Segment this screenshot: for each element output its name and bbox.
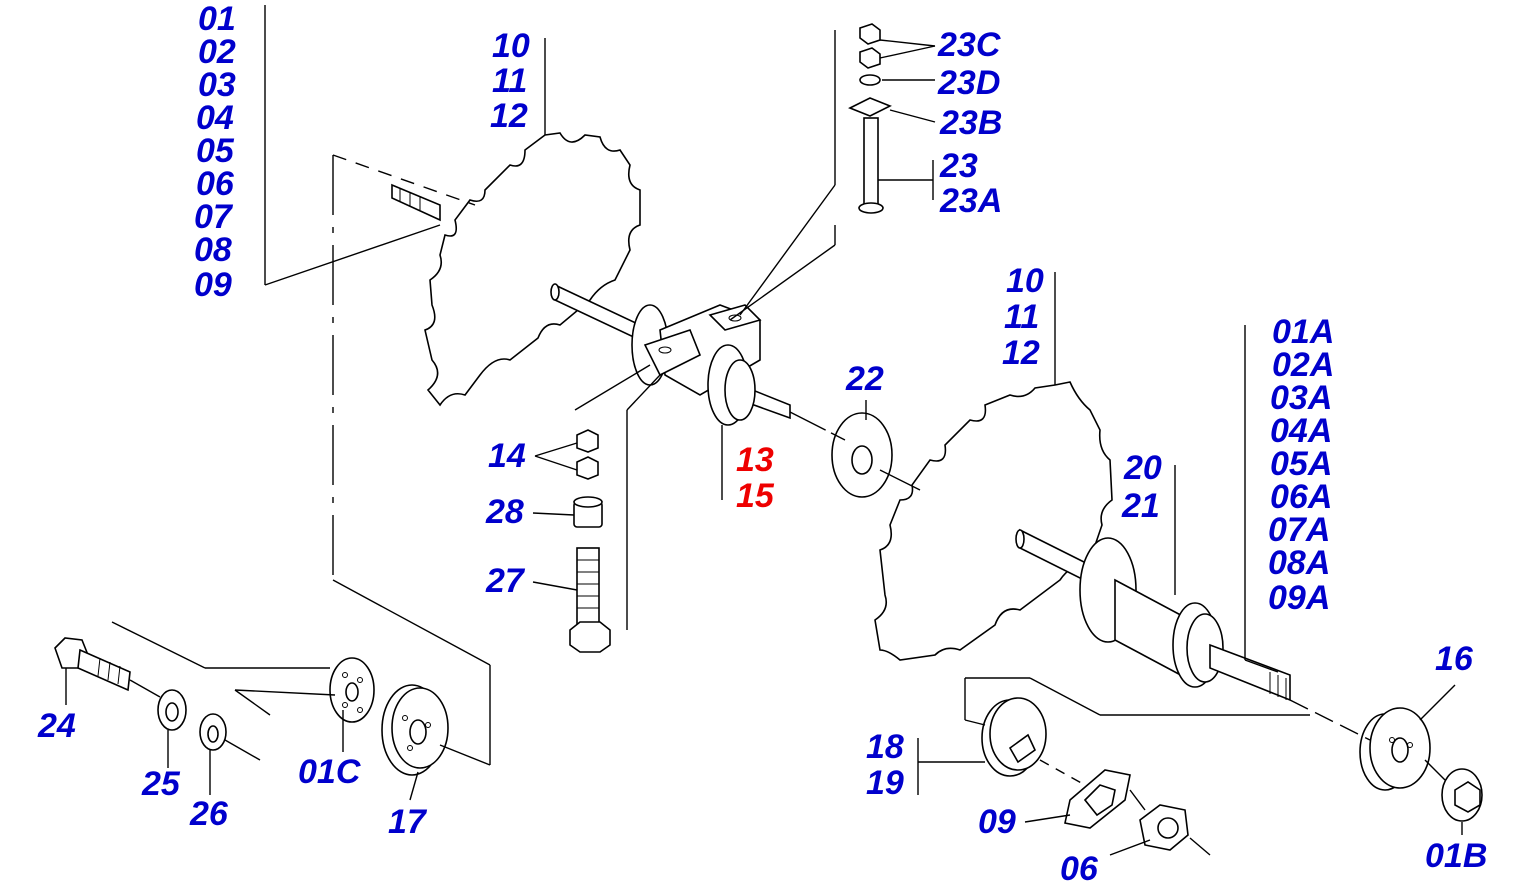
label-08: 08: [194, 231, 232, 269]
label-23C: 23C: [937, 26, 1001, 64]
label-21: 21: [1121, 487, 1160, 525]
label-18: 18: [866, 728, 904, 766]
flange-plate-01C: [329, 657, 375, 723]
label-07: 07: [194, 198, 234, 236]
washer-26: [199, 713, 227, 751]
label-23A: 23A: [939, 182, 1002, 220]
label-09A: 09A: [1268, 579, 1330, 617]
label-26: 26: [189, 795, 229, 833]
flange-01B: [1441, 768, 1483, 822]
label-19: 19: [866, 764, 904, 802]
right-shaft: [1015, 528, 1291, 702]
label-27: 27: [485, 562, 526, 600]
label-10-right: 10: [1006, 262, 1044, 300]
label-15: 15: [736, 477, 775, 515]
label-02: 02: [198, 33, 236, 71]
left-bearing-housing: [631, 304, 762, 426]
label-06-bottom: 06: [1060, 850, 1099, 886]
bolt-24: [54, 637, 131, 692]
u-bolt-23: [848, 23, 892, 214]
leader-lines: [65, 5, 1463, 856]
label-28: 28: [485, 493, 524, 531]
label-23: 23: [939, 147, 978, 185]
label-01: 01: [198, 0, 236, 38]
label-02A: 02A: [1272, 346, 1334, 384]
label-11-left: 11: [492, 62, 527, 100]
label-09-bottom: 09: [978, 803, 1016, 841]
hub-16: [1359, 707, 1431, 791]
label-12-left: 12: [490, 97, 528, 135]
label-13: 13: [736, 441, 774, 479]
plate-09: [1064, 769, 1131, 829]
washer-25: [157, 689, 187, 731]
label-17: 17: [388, 803, 428, 841]
label-01B: 01B: [1425, 837, 1487, 875]
label-24: 24: [37, 707, 76, 745]
left-notched-disc: [424, 132, 641, 407]
nut-06: [1139, 804, 1189, 851]
label-23B: 23B: [939, 104, 1002, 142]
label-12-right: 12: [1002, 334, 1040, 372]
right-notched-disc: [874, 381, 1113, 661]
label-08A: 08A: [1268, 544, 1330, 582]
label-06A: 06A: [1270, 478, 1332, 516]
bolt-27-assembly: [569, 429, 611, 653]
label-23D: 23D: [937, 64, 1000, 102]
label-01A: 01A: [1272, 313, 1334, 351]
label-11-right: 11: [1004, 298, 1039, 336]
label-03: 03: [198, 66, 236, 104]
label-05: 05: [196, 132, 235, 170]
label-09: 09: [194, 266, 232, 304]
callout-labels: 01 02 03 04 05 06 07 08 09 10 11 12 23C …: [37, 0, 1487, 886]
spacer-washer-22: [831, 412, 893, 498]
label-16: 16: [1435, 640, 1474, 678]
hub-18: [981, 697, 1047, 777]
label-22: 22: [845, 360, 884, 398]
label-07A: 07A: [1268, 511, 1330, 549]
label-14: 14: [488, 437, 526, 475]
label-03A: 03A: [1270, 379, 1332, 417]
label-25: 25: [141, 765, 181, 803]
label-04A: 04A: [1270, 412, 1332, 450]
label-10-left: 10: [492, 27, 530, 65]
label-05A: 05A: [1270, 445, 1332, 483]
label-20: 20: [1123, 449, 1162, 487]
label-04: 04: [196, 99, 234, 137]
label-01C: 01C: [298, 753, 361, 791]
left-stud-bolt: [391, 183, 441, 222]
hub-17: [381, 684, 449, 776]
label-06: 06: [196, 165, 235, 203]
